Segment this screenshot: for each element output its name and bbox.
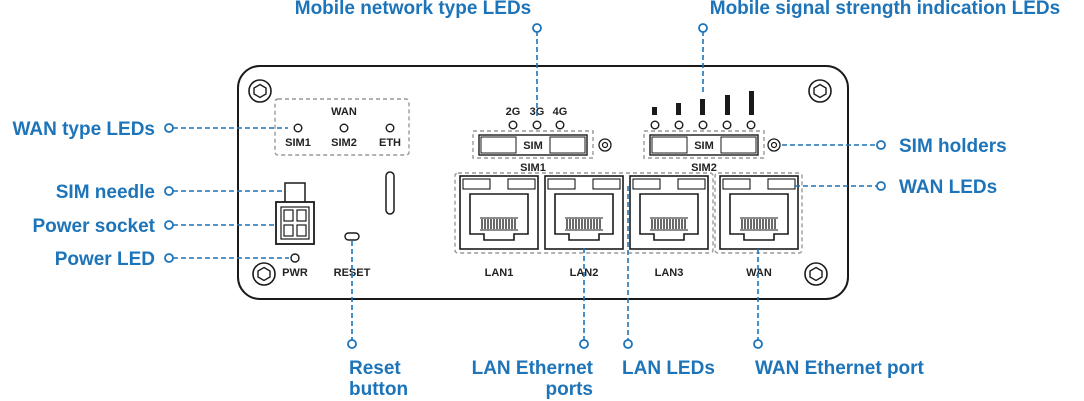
callout-wan-ethernet-port: WAN Ethernet port	[755, 358, 925, 379]
sim2-led-label: SIM2	[331, 137, 357, 149]
callout-reset-button-line2: button	[349, 379, 408, 400]
signal-led-4	[722, 120, 732, 130]
signal-led-5	[746, 120, 756, 130]
power-led	[290, 253, 300, 263]
callout-wan-leds: WAN LEDs	[899, 177, 997, 198]
wan-type-led-group	[274, 98, 410, 156]
callout-lan-leds: LAN LEDs	[622, 358, 715, 379]
sim1-led-label: SIM1	[285, 137, 311, 149]
eth-wan-led	[385, 123, 395, 133]
lan-port-group	[454, 172, 714, 254]
sim2-slot-left	[651, 136, 688, 154]
callout-sim-needle: SIM needle	[56, 182, 155, 203]
callout-wan-type-leds: WAN type LEDs	[12, 119, 155, 140]
sim1-slot-label: SIM	[523, 140, 543, 152]
signal-bar-3-icon	[700, 99, 705, 115]
signal-bar-2-icon	[676, 103, 681, 115]
callout-reset-button-line1: Reset	[349, 358, 401, 379]
sim-eject-hole-icon	[598, 138, 612, 152]
signal-bar-5-icon	[749, 91, 754, 115]
signal-led-3	[698, 120, 708, 130]
screw-top-left-icon	[248, 79, 272, 103]
signal-bar-1-icon	[652, 107, 657, 115]
lan2-ethernet-port[interactable]	[544, 175, 624, 250]
leader-dots	[164, 23, 886, 349]
sim2-holder	[649, 134, 759, 156]
sim2-slot-label: SIM	[694, 140, 714, 152]
callout-lan-ethernet-ports-line1: LAN Ethernet	[472, 358, 594, 379]
sim2-slot-right	[720, 136, 757, 154]
callout-power-led: Power LED	[55, 249, 155, 270]
sim1-slot-right	[549, 136, 586, 154]
lan3-label: LAN3	[655, 267, 684, 279]
callout-mobile-signal-strength-leds: Mobile signal strength indication LEDs	[710, 0, 1060, 19]
callout-mobile-network-type-leds: Mobile network type LEDs	[295, 0, 531, 19]
signal-led-1	[650, 120, 660, 130]
sim2-screw-icon	[767, 138, 781, 152]
sim1-label: SIM1	[520, 162, 546, 174]
screw-top-right-icon	[808, 79, 832, 103]
sim2-wan-led	[339, 123, 349, 133]
sim-needle-slot	[385, 171, 395, 215]
screw-bottom-right-icon	[804, 262, 828, 286]
signal-led-2	[674, 120, 684, 130]
sim1-holder-group	[472, 130, 594, 159]
net-4g-led	[555, 120, 565, 130]
lan3-ethernet-port[interactable]	[629, 175, 709, 250]
net-2g-led	[508, 120, 518, 130]
wan-ethernet-port[interactable]	[719, 175, 799, 250]
wan-port-label: WAN	[746, 267, 772, 279]
callout-sim-holders: SIM holders	[899, 136, 1007, 157]
net-2g-label: 2G	[506, 106, 521, 118]
reset-button[interactable]	[344, 232, 360, 241]
lan1-ethernet-port[interactable]	[459, 175, 539, 250]
leader-lines	[173, 31, 877, 340]
eth-led-label: ETH	[379, 137, 401, 149]
sim1-slot-left	[480, 136, 517, 154]
net-3g-led	[532, 120, 542, 130]
screw-bottom-left-icon	[252, 262, 276, 286]
callout-lan-ethernet-ports-line2: ports	[546, 379, 594, 400]
wan-group-label: WAN	[331, 106, 357, 118]
lan1-label: LAN1	[485, 267, 514, 279]
sim2-label: SIM2	[691, 162, 717, 174]
signal-bar-4-icon	[725, 95, 730, 115]
net-4g-label: 4G	[553, 106, 568, 118]
power-socket-icon	[275, 182, 315, 245]
sim1-holder	[478, 134, 588, 156]
pwr-label: PWR	[282, 267, 308, 279]
sim1-wan-led	[293, 123, 303, 133]
sim2-holder-group	[643, 130, 765, 159]
callout-power-socket: Power socket	[33, 216, 156, 237]
